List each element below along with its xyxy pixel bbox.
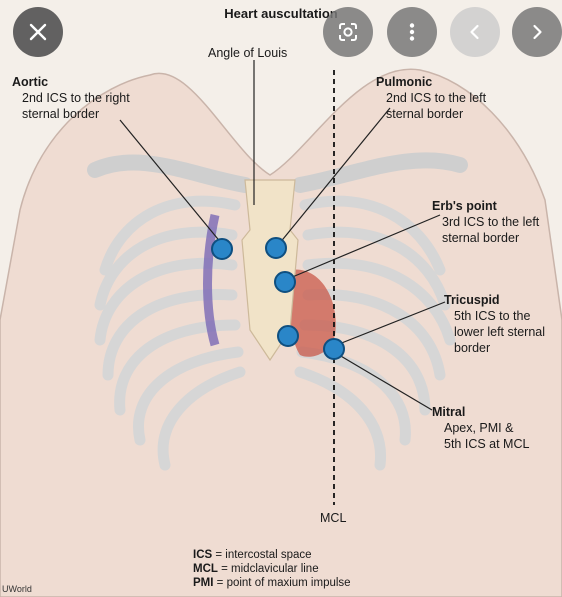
legend-text: = midclavicular line bbox=[221, 563, 319, 575]
tricuspid-label: Tricuspid 5th ICS to the lower left ster… bbox=[444, 292, 545, 356]
next-button[interactable] bbox=[512, 7, 562, 57]
chevron-right-icon bbox=[533, 24, 542, 40]
mitral-line2: 5th ICS at MCL bbox=[444, 437, 530, 451]
tricuspid-marker bbox=[277, 325, 299, 347]
mitral-label: Mitral Apex, PMI & 5th ICS at MCL bbox=[432, 404, 529, 452]
mcl-label: MCL bbox=[320, 511, 347, 525]
pulmonic-marker bbox=[265, 237, 287, 259]
heart-shape bbox=[288, 269, 336, 357]
legend-abbr: ICS bbox=[193, 549, 213, 561]
legend: ICS = intercostal space MCL = midclavicu… bbox=[193, 548, 351, 590]
mitral-name: Mitral bbox=[432, 405, 466, 419]
close-icon bbox=[29, 23, 47, 41]
mitral-marker bbox=[323, 338, 345, 360]
tricuspid-line3: border bbox=[454, 341, 491, 355]
legend-abbr: MCL bbox=[193, 563, 218, 575]
aortic-line2: sternal border bbox=[22, 107, 100, 121]
credit-text: UWorld bbox=[2, 584, 32, 594]
legend-abbr: PMI bbox=[193, 577, 214, 589]
legend-text: = point of maxium impulse bbox=[216, 577, 351, 589]
previous-button[interactable] bbox=[450, 7, 500, 57]
erbs-point-label: Erb's point 3rd ICS to the left sternal … bbox=[432, 198, 539, 246]
tricuspid-line1: 5th ICS to the bbox=[454, 309, 531, 323]
leader-lines bbox=[119, 60, 446, 411]
aortic-marker bbox=[211, 238, 233, 260]
legend-row-mcl: MCL = midclavicular line bbox=[193, 562, 351, 576]
lens-button[interactable] bbox=[323, 7, 373, 57]
erbs-marker bbox=[274, 271, 296, 293]
left-clavicle bbox=[292, 152, 468, 193]
tricuspid-name: Tricuspid bbox=[444, 293, 500, 307]
close-button[interactable] bbox=[13, 7, 63, 57]
more-vert-icon bbox=[409, 23, 415, 41]
pulmonic-name: Pulmonic bbox=[376, 75, 433, 89]
aortic-name: Aortic bbox=[12, 75, 49, 89]
erbs-line1: 3rd ICS to the left bbox=[442, 215, 540, 229]
legend-text: = intercostal space bbox=[215, 549, 312, 561]
erbs-line2: sternal border bbox=[442, 231, 520, 245]
pulmonic-line1: 2nd ICS to the left bbox=[386, 91, 487, 105]
erbs-name: Erb's point bbox=[432, 199, 497, 213]
pulmonic-line2: sternal border bbox=[386, 107, 464, 121]
right-heart-border bbox=[203, 214, 220, 347]
aortic-label: Aortic 2nd ICS to the right sternal bord… bbox=[12, 74, 130, 122]
mitral-line1: Apex, PMI & bbox=[444, 421, 514, 435]
legend-row-pmi: PMI = point of maxium impulse bbox=[193, 576, 351, 590]
sternum bbox=[241, 179, 299, 362]
tricuspid-line2: lower left sternal bbox=[454, 325, 546, 339]
angle-of-louis-label: Angle of Louis bbox=[208, 46, 288, 60]
more-options-button[interactable] bbox=[387, 7, 437, 57]
diagram-title: Heart auscultation bbox=[224, 6, 338, 21]
chevron-left-icon bbox=[470, 24, 479, 40]
pulmonic-label: Pulmonic 2nd ICS to the left sternal bor… bbox=[376, 74, 486, 122]
right-clavicle bbox=[87, 154, 253, 193]
lens-icon bbox=[339, 23, 357, 41]
aortic-line1: 2nd ICS to the right bbox=[22, 91, 130, 105]
legend-row-ics: ICS = intercostal space bbox=[193, 548, 351, 562]
